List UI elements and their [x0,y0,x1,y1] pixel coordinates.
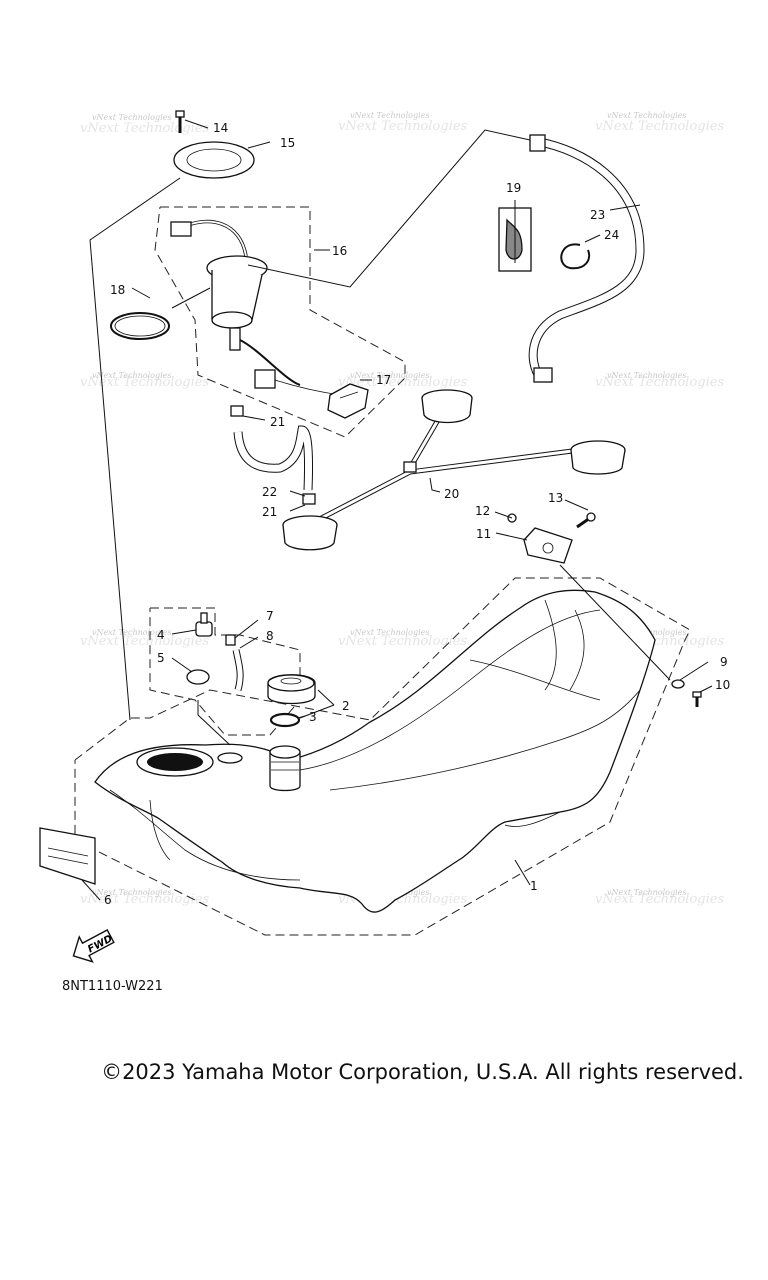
callout-20: 20 [444,487,459,501]
tank-body [94,589,656,913]
tank-contour [109,789,301,881]
fuel-pump-assembly [170,219,341,396]
hose-fitting [529,134,546,152]
pump-group-boundary [154,206,406,438]
bolt [175,110,185,133]
callout-22: 22 [262,485,277,499]
watermark: vNext Technologies [350,111,429,120]
watermark: vNext Technologies [80,375,209,390]
callout-24: 24 [604,228,619,242]
sender-body [195,621,213,637]
watermark: vNext Technologies [607,371,686,380]
tank-contour [149,799,171,861]
callout-3: 3 [309,710,317,724]
diagram-code: 8NT1110-W221 [62,979,163,994]
watermark: vNext Technologies [338,375,467,390]
callout-16: 16 [332,244,347,258]
callout-10: 10 [715,678,730,692]
fuel-tank [94,589,656,913]
callout-11: 11 [476,527,491,541]
watermark: vNext Technologies [80,892,209,907]
watermark: vNext Technologies [80,634,209,649]
callout-14: 14 [213,121,228,135]
sensor [327,383,369,419]
hose-clamp [230,405,244,417]
watermark: vNext Technologies [338,119,467,134]
fuel-hose [528,137,645,381]
watermark: vNext Technologies [92,628,171,637]
tank-group-boundary [74,577,691,936]
callout-8: 8 [266,629,274,643]
watermark: vNext Technologies [595,119,724,134]
tank-contour [469,659,601,701]
watermark: vNext Technologies [92,371,171,380]
fuel-cap [267,674,316,705]
callout-5: 5 [157,651,165,665]
bolt [576,512,596,529]
callout-12: 12 [475,504,490,518]
copyright-text: ©2023 Yamaha Motor Corporation, U.S.A. A… [101,1060,744,1084]
watermark: vNext Technologies [92,113,171,122]
parts-diagram: vNext Technologies vNext Technologies vN… [39,110,730,963]
cap-top [267,674,315,692]
label-sheet [39,827,96,885]
watermark: vNext Technologies [607,888,686,897]
callout-6: 6 [104,893,112,907]
fuel-rail-assembly [282,389,626,551]
watermark: vNext Technologies [80,121,209,136]
callout-2: 2 [342,699,350,713]
sender-boss [217,752,243,764]
watermark: vNext Technologies [92,888,171,897]
fitting [225,634,236,646]
callout-18: 18 [110,283,125,297]
pump-connector [170,221,192,237]
callout-9: 9 [720,655,728,669]
collar [671,679,685,689]
watermark: vNext Technologies [350,371,429,380]
watermark: vNext Technologies [595,375,724,390]
watermark: vNext Technologies [338,634,467,649]
callout-23: 23 [590,208,605,222]
callout-1: 1 [530,879,538,893]
callout-7: 7 [266,609,274,623]
callouts: 1 2 3 4 5 6 7 8 9 10 11 12 13 14 15 16 1… [104,121,730,907]
tank-contour [544,599,557,691]
leader-lines [81,119,713,901]
tank-contour [504,811,561,827]
fuel-sender [195,612,213,637]
watermark: vNext Technologies [607,111,686,120]
callout-4: 4 [157,628,165,642]
callout-17: 17 [376,373,391,387]
watermark: vNext Technologies [350,628,429,637]
warning-label [39,827,96,885]
tank-contour [329,689,641,791]
bolt [692,691,702,707]
hose-fitting [533,367,553,383]
callout-15: 15 [280,136,295,150]
pump-gasket [173,141,255,179]
callout-19: 19 [506,181,521,195]
tank-contour [299,609,601,771]
fuel-cap-o-ring [269,712,301,728]
fwd-arrow: FWD [72,929,115,963]
watermark: vNext Technologies [595,892,724,907]
bracket [523,527,573,564]
washer [507,513,517,523]
pump-opening-hole [147,753,203,771]
callout-21: 21 [262,505,277,519]
pump-o-ring [110,312,170,340]
hose-clip [560,243,590,270]
hose-clamp [302,493,316,505]
callout-21: 21 [270,415,285,429]
callout-13: 13 [548,491,563,505]
tank-contour [569,609,585,691]
filler-neck-top [269,745,301,759]
grommet [186,669,210,685]
